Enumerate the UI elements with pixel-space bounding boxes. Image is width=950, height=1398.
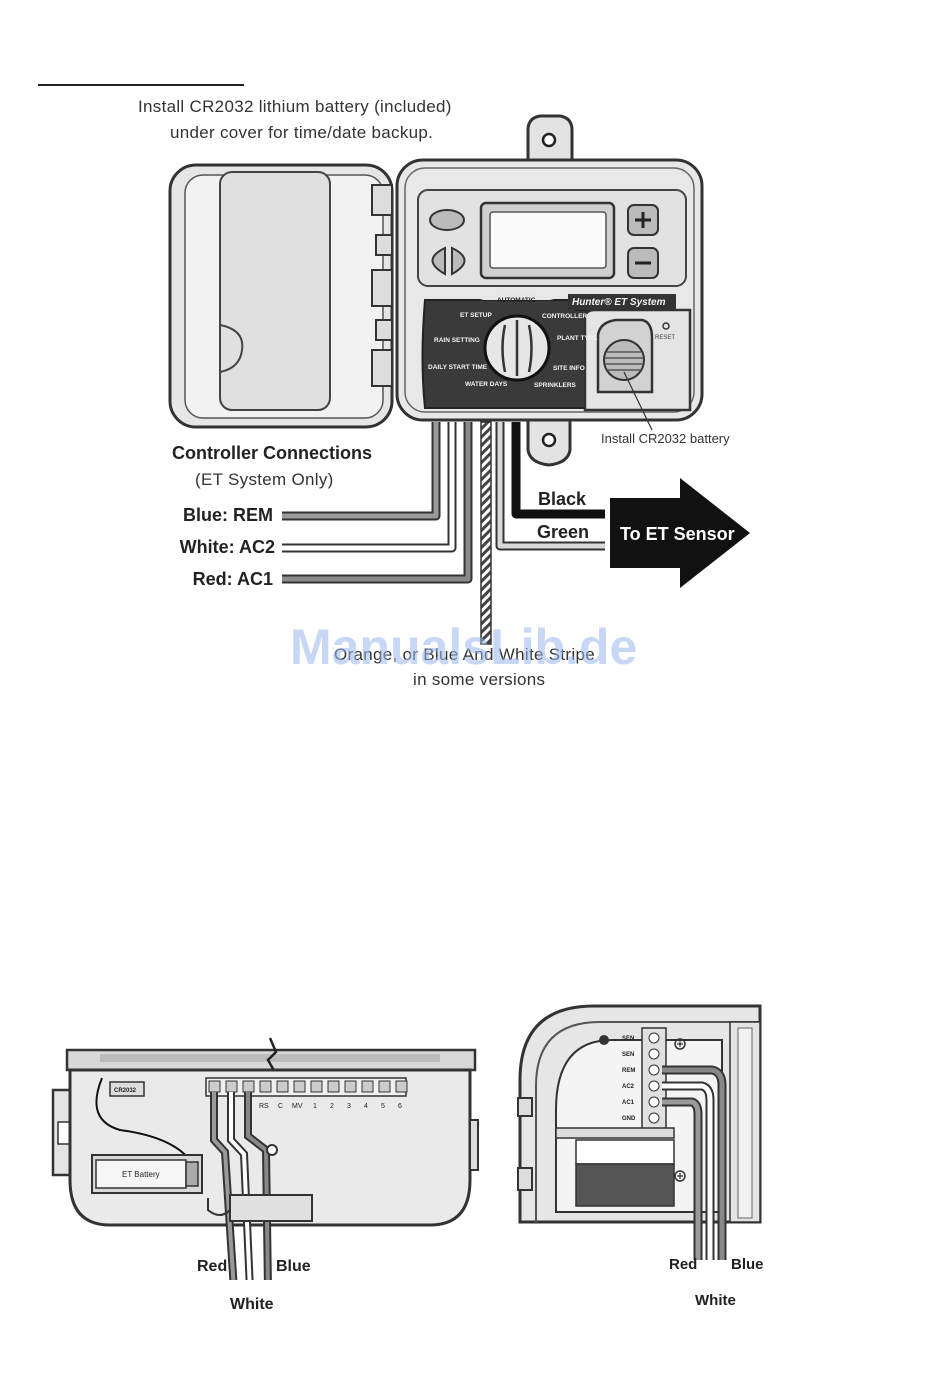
controller-housing [395,158,704,422]
dial-label-et-setup: ET SETUP [460,312,492,319]
right-terminal-sen2: SEN [622,1052,634,1058]
terminal-diagram-left: CR2032 ET Battery RS C MV 1 2 3 4 5 6 [51,1037,479,1280]
install-battery-label: Install CR2032 battery [601,431,730,446]
dial-label-rain-setting: RAIN SETTING [434,337,480,344]
right-terminal-rem: REM [622,1068,635,1074]
watermark: ManualsLib.de [290,619,638,675]
battery-note-line2: under cover for time/date backup. [170,123,434,142]
wire-label-green: Green [537,522,590,542]
top-rule [38,84,244,86]
wire-blue-rem [282,422,441,521]
dial-label-automatic: AUTOMATIC [497,297,536,304]
left-terminal-3: 3 [347,1103,351,1110]
dial-label-site-info: SITE INFO [553,365,585,372]
dial-labels: AUTOMATIC ET SETUP CONTROLLER RAIN SETTI… [428,297,598,389]
left-label-blue: Blue [276,1258,311,1275]
left-terminal-screws [208,1080,408,1093]
wire-striped [480,421,492,645]
terminal-diagram-right: SEN SEN REM AC2 AC1 GND [517,1004,762,1260]
controller-diagram: AUTOMATIC ET SETUP CONTROLLER RAIN SETTI… [168,114,750,645]
left-terminal-mv: MV [292,1103,303,1110]
stripe-note-line1: Orange, or Blue And White Stripe [334,645,595,664]
et-sensor-arrow [610,478,750,588]
controller-door [168,163,394,429]
left-label-white: White [230,1296,274,1313]
right-terminal-labels: SEN SEN REM AC2 AC1 GND [622,1036,636,1122]
right-label-blue: Blue [731,1256,764,1273]
left-terminal-1: 1 [313,1103,317,1110]
left-terminal-5: 5 [381,1103,385,1110]
right-terminal-gnd: GND [622,1116,636,1122]
reset-label: RESET [655,335,675,341]
right-terminal-ac2: AC2 [622,1084,635,1090]
left-terminal-4: 4 [364,1103,368,1110]
right-terminal-sen1: SEN [622,1036,634,1042]
left-terminal-c: C [278,1103,283,1110]
wire-label-red-ac1: Red: AC1 [192,569,273,589]
left-terminal-rs: RS [259,1103,269,1110]
battery-note-line1: Install CR2032 lithium battery (included… [138,97,452,116]
left-terminal-labels: RS C MV 1 2 3 4 5 6 [259,1103,402,1110]
right-label-red: Red [669,1256,698,1273]
stripe-note-line2: in some versions [413,670,546,689]
controller-connections-heading: Controller Connections [172,443,373,463]
dial-label-sprinklers: SPRINKLERS [534,382,577,389]
dial-label-controller: CONTROLLER [542,313,587,320]
et-battery-label: ET Battery [122,1170,160,1179]
dial-label-water-days: WATER DAYS [465,381,508,388]
brand-label: Hunter® ET System [572,297,666,308]
dial-label-daily-start: DAILY START TIME [428,364,488,371]
cr2032-label: CR2032 [114,1088,137,1094]
wire-label-black: Black [538,489,587,509]
left-label-red: Red [197,1258,228,1275]
battery-leader-line [623,371,653,431]
left-terminal-6: 6 [398,1103,402,1110]
bottom-mount-tab [526,416,572,467]
right-label-white: White [695,1292,736,1309]
dial-label-plant-type: PLANT TYPE [557,335,598,342]
to-et-sensor-label: To ET Sensor [620,524,735,544]
wire-label-blue-rem: Blue: REM [183,505,273,525]
left-terminal-2: 2 [330,1103,334,1110]
wire-black [511,422,605,519]
right-terminal-ac1: AC1 [622,1100,635,1106]
et-only-note: (ET System Only) [195,470,334,489]
wire-label-white-ac2: White: AC2 [179,537,275,557]
top-mount-tab [526,114,574,162]
